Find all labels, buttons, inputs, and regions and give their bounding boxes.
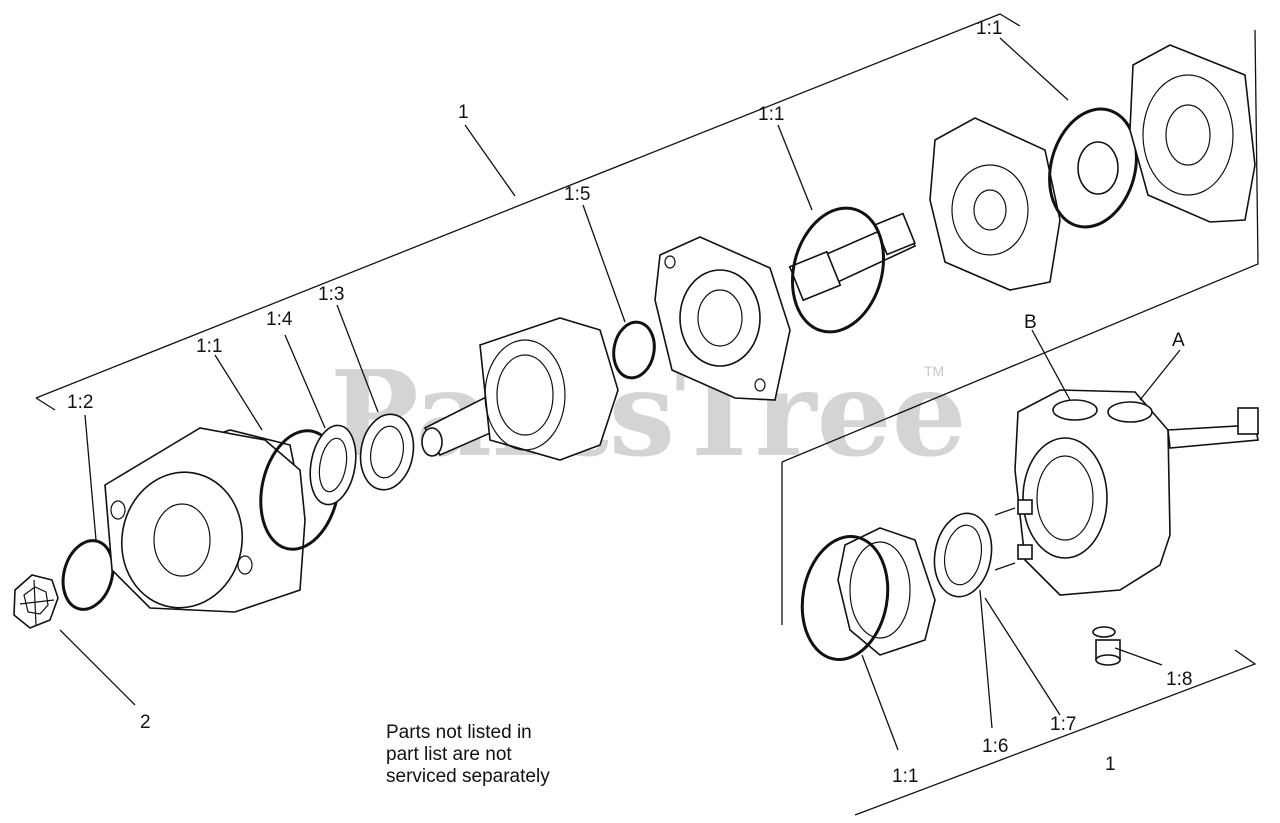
service-note-line: part list are not <box>386 744 512 765</box>
label-1-2: 1:2 <box>67 392 93 413</box>
label-1-4: 1:4 <box>266 309 293 330</box>
o-ring-1-1-bottom <box>800 535 890 661</box>
label-port-a: A <box>1172 330 1185 351</box>
splined-coupling <box>1077 141 1119 195</box>
label-1-6: 1:6 <box>982 736 1008 757</box>
watermark-trademark: TM <box>924 363 944 379</box>
o-ring-1-1-middle <box>790 206 886 334</box>
assembly-bracket-top <box>35 13 1259 463</box>
output-shaft <box>421 317 619 461</box>
label-1-1-bottom: 1:1 <box>892 766 918 787</box>
label-assy-top: 1 <box>458 102 469 123</box>
valve-housing <box>1014 389 1259 596</box>
assembly-bracket-bottom <box>781 462 1257 816</box>
seal-ring-1-2 <box>61 539 115 611</box>
label-1-1-top: 1:1 <box>976 18 1002 39</box>
service-note-line: Parts not listed in <box>386 722 532 743</box>
label-1-8: 1:8 <box>1166 669 1192 690</box>
label-1-1-left: 1:1 <box>196 336 222 357</box>
label-assy-bottom: 1 <box>1105 754 1116 775</box>
service-note: Parts not listed in part list are not se… <box>386 722 646 788</box>
label-1-5: 1:5 <box>564 184 590 205</box>
label-1-3: 1:3 <box>318 284 344 305</box>
plug-1-8 <box>1092 626 1121 666</box>
label-1-1-middle: 1:1 <box>758 104 784 125</box>
castle-nut <box>13 574 59 629</box>
o-ring-1-1-top <box>1048 107 1138 229</box>
service-note-line: serviced separately <box>386 766 550 787</box>
end-cap <box>1129 44 1256 223</box>
leader-lines <box>59 37 1181 751</box>
bearing-housing <box>654 236 791 401</box>
gerotor-plate <box>929 117 1061 291</box>
label-1-7: 1:7 <box>1050 714 1076 735</box>
front-housing <box>104 427 306 613</box>
drive-shaft <box>788 212 917 302</box>
pins-1-7 <box>994 499 1033 571</box>
label-port-b: B <box>1024 312 1037 333</box>
seal-1-4 <box>309 424 357 506</box>
seal-1-5 <box>612 320 656 380</box>
seal-1-6 <box>933 512 993 598</box>
washer-1-3 <box>359 413 415 491</box>
label-item-2: 2 <box>140 712 151 733</box>
